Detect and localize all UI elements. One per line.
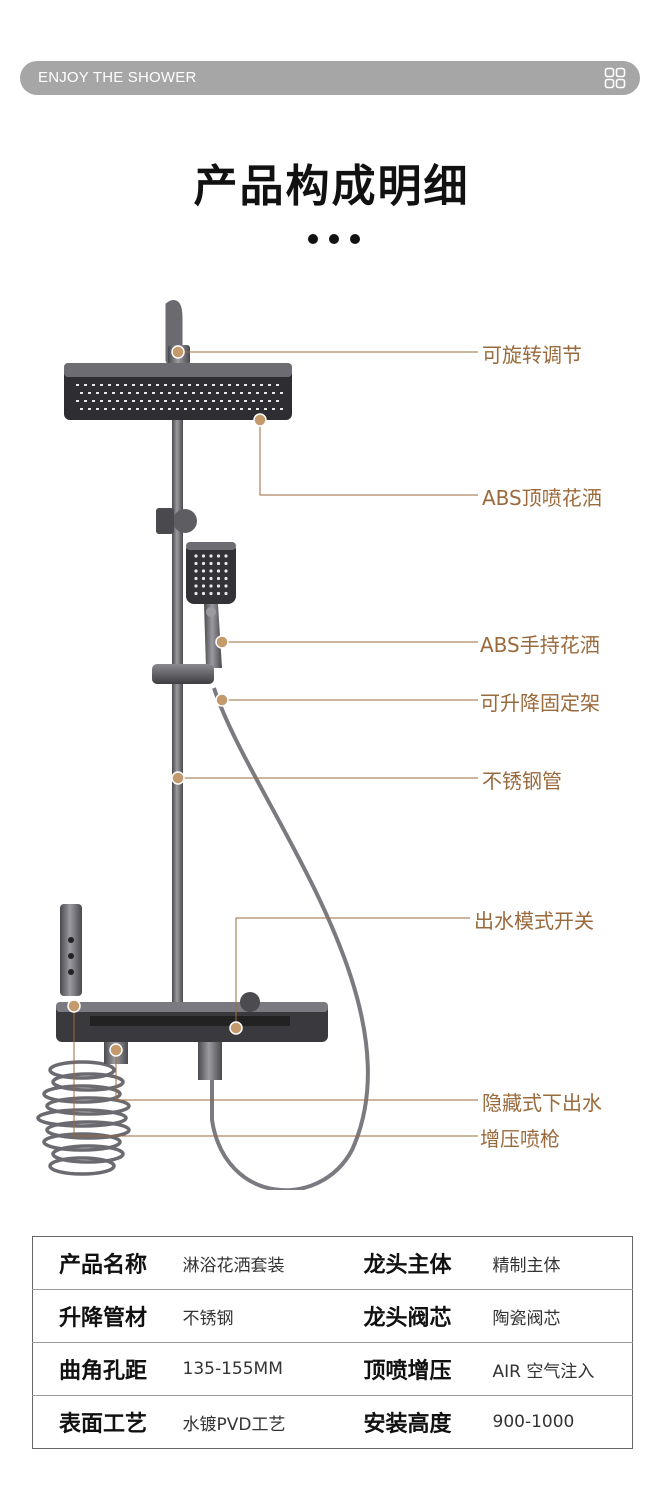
stainless-pipe bbox=[172, 420, 183, 1010]
slide-holder bbox=[152, 664, 214, 684]
spec-key: 龙头主体 bbox=[357, 1236, 493, 1290]
callout-slide-holder: 可升降固定架 bbox=[480, 691, 600, 715]
spec-key: 升降管材 bbox=[32, 1289, 183, 1343]
wall-bracket bbox=[173, 509, 197, 533]
rain-shower-head bbox=[64, 363, 292, 420]
spec-value: 水镀PVD工艺 bbox=[182, 1395, 358, 1449]
callout-dots bbox=[67, 345, 267, 1057]
spec-value: AIR 空气注入 bbox=[492, 1342, 633, 1396]
spec-value: 900-1000 bbox=[492, 1395, 633, 1449]
spec-row: 升降管材不锈钢龙头阀芯陶瓷阀芯 bbox=[32, 1289, 633, 1343]
callout-lines bbox=[73, 351, 478, 1137]
header-bar: ENJOY THE SHOWER bbox=[20, 61, 640, 95]
spec-value: 不锈钢 bbox=[182, 1289, 358, 1343]
dots-icon bbox=[308, 234, 360, 244]
coil-hose bbox=[36, 1060, 131, 1176]
header-tagline: ENJOY THE SHOWER bbox=[38, 69, 197, 86]
spec-key: 表面工艺 bbox=[32, 1395, 183, 1449]
thermostatic-mixer bbox=[56, 992, 328, 1080]
callout-hidden-outlet: 隐藏式下出水 bbox=[482, 1091, 602, 1115]
spec-value: 淋浴花洒套装 bbox=[182, 1236, 358, 1290]
hose bbox=[210, 687, 370, 1190]
callout-steel-pipe: 不锈钢管 bbox=[482, 769, 562, 793]
spec-key: 安装高度 bbox=[357, 1395, 493, 1449]
spec-value: 精制主体 bbox=[492, 1236, 633, 1290]
spec-key: 曲角孔距 bbox=[32, 1342, 183, 1396]
callout-mode-switch: 出水模式开关 bbox=[474, 909, 594, 933]
callout-spray-gun: 增压喷枪 bbox=[480, 1127, 560, 1151]
spray-gun bbox=[60, 904, 82, 996]
shower-set-illustration bbox=[36, 300, 478, 1190]
swivel-arm bbox=[165, 300, 183, 370]
callout-swivel: 可旋转调节 bbox=[482, 343, 582, 367]
spec-row: 产品名称淋浴花洒套装龙头主体精制主体 bbox=[32, 1236, 633, 1290]
spec-value: 135-155MM bbox=[182, 1342, 358, 1396]
hand-shower-head bbox=[186, 542, 236, 668]
spec-key: 顶喷增压 bbox=[357, 1342, 493, 1396]
grid-icon[interactable] bbox=[604, 67, 626, 89]
spec-value: 陶瓷阀芯 bbox=[492, 1289, 633, 1343]
spec-key: 产品名称 bbox=[32, 1236, 183, 1290]
callout-top-shower: ABS顶喷花洒 bbox=[482, 486, 602, 510]
spec-key: 龙头阀芯 bbox=[357, 1289, 493, 1343]
page-title: 产品构成明细 bbox=[193, 161, 470, 212]
callout-hand-shower: ABS手持花洒 bbox=[480, 633, 600, 657]
